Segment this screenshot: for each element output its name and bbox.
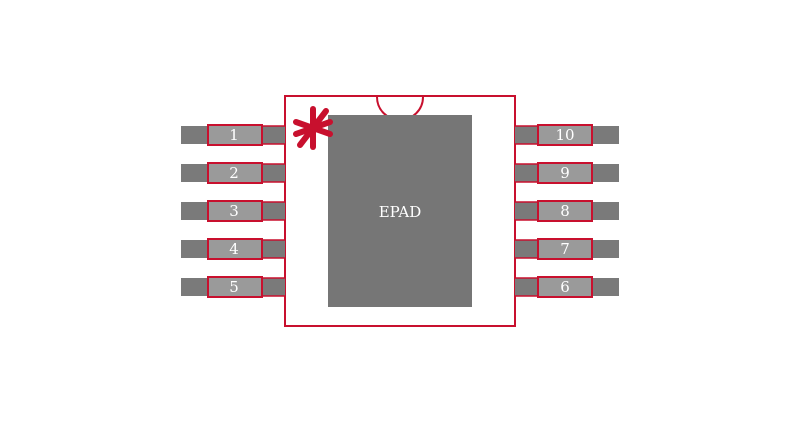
pin-pad xyxy=(207,162,263,184)
pin-number: 9 xyxy=(560,164,570,182)
pin-number: 10 xyxy=(555,126,574,144)
pin-2: 2 xyxy=(181,162,285,184)
pin-number: 2 xyxy=(229,164,239,182)
epad-label: EPAD xyxy=(379,203,422,221)
pin-1: 1 xyxy=(181,124,285,146)
pin-pad xyxy=(207,124,263,146)
pin-number: 6 xyxy=(560,278,570,296)
pin-3: 3 xyxy=(181,200,285,222)
pin-7: 7 xyxy=(515,238,619,260)
pin-9: 9 xyxy=(515,162,619,184)
pin-8: 8 xyxy=(515,200,619,222)
pin-pad xyxy=(207,200,263,222)
pin-number: 7 xyxy=(560,240,570,258)
pin1-asterisk-icon xyxy=(293,106,333,150)
pin-4: 4 xyxy=(181,238,285,260)
pin-pad xyxy=(537,200,593,222)
pin-6: 6 xyxy=(515,276,619,298)
pin-number: 4 xyxy=(229,240,239,258)
pin-pad xyxy=(537,124,593,146)
pin-number: 3 xyxy=(229,202,239,220)
exposed-pad xyxy=(328,115,472,307)
pin-10: 10 xyxy=(515,124,619,146)
pin-number: 1 xyxy=(229,126,239,144)
pin-number: 8 xyxy=(560,202,570,220)
pin-5: 5 xyxy=(181,276,285,298)
pin-pad xyxy=(537,162,593,184)
pin-pad xyxy=(207,238,263,260)
pin-pad xyxy=(537,238,593,260)
pin-number: 5 xyxy=(229,278,239,296)
left-pin-row: 1 2 3 4 5 xyxy=(181,124,285,298)
pin-pad xyxy=(207,276,263,298)
pin-pad xyxy=(537,276,593,298)
right-pin-row: 10 9 8 7 6 xyxy=(515,124,619,298)
